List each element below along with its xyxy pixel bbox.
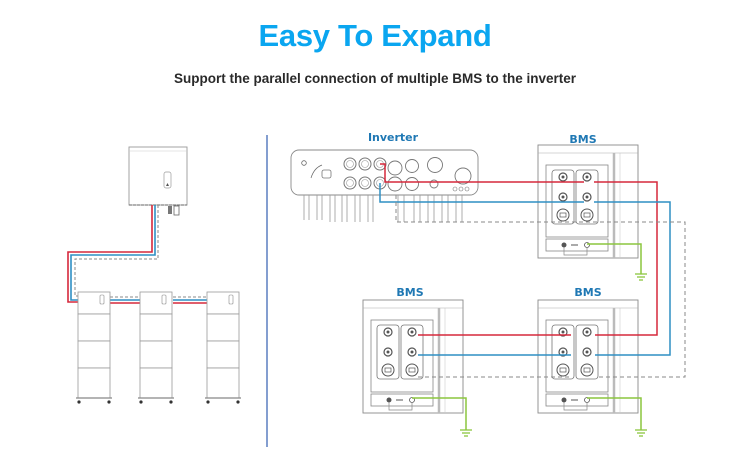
negative-terminal-icon — [558, 192, 568, 202]
bms-label-bottom-left: BMS — [396, 286, 424, 299]
negative-terminal-icon — [582, 192, 592, 202]
comm-port-icon — [580, 208, 594, 222]
positive-terminal-icon — [383, 327, 393, 337]
page-title: Easy To Expand — [258, 18, 492, 53]
left-inverter — [128, 146, 188, 216]
ground-terminal-icon — [561, 397, 567, 403]
inverter-terminal-panel — [290, 149, 479, 222]
negative-terminal-icon — [582, 347, 592, 357]
negative-cable — [379, 183, 584, 203]
negative-cable — [594, 201, 671, 356]
left-cables — [67, 205, 207, 304]
comm-port-icon — [381, 363, 395, 377]
ground-cable — [587, 397, 642, 430]
positive-terminal-icon — [582, 327, 592, 337]
ground-terminal-icon — [386, 397, 392, 403]
positive-terminal-icon — [582, 172, 592, 182]
bms-label-bottom-right: BMS — [574, 286, 602, 299]
comm-port-icon — [556, 363, 570, 377]
battery-stack — [76, 291, 112, 404]
negative-terminal-icon — [558, 347, 568, 357]
negative-terminal-icon — [383, 347, 393, 357]
inverter-display-icon — [163, 171, 172, 189]
right-cables — [379, 163, 686, 430]
communication-cable — [395, 195, 686, 378]
comm-port-icon — [405, 363, 419, 377]
ground-cable — [412, 397, 467, 430]
bms-unit-bottom-left — [362, 299, 464, 414]
positive-terminal-icon — [407, 327, 417, 337]
battery-stack — [138, 291, 174, 404]
positive-terminal-icon — [558, 327, 568, 337]
bms-unit-bottom-right — [537, 299, 639, 414]
ground-terminal-icon — [561, 242, 567, 248]
page-subtitle: Support the parallel connection of multi… — [173, 71, 577, 86]
battery-stack — [205, 291, 241, 404]
positive-terminal-icon — [558, 172, 568, 182]
comm-port-icon — [580, 363, 594, 377]
negative-terminal-icon — [407, 347, 417, 357]
positive-cable — [380, 163, 584, 183]
ground-cable — [587, 243, 642, 274]
ground-symbol — [635, 429, 647, 437]
positive-cable — [594, 181, 658, 336]
bms-label-top-right: BMS — [569, 133, 597, 146]
comm-port-icon — [556, 208, 570, 222]
ground-symbol — [635, 273, 647, 281]
ground-symbol — [460, 429, 472, 437]
inverter-label: Inverter — [367, 131, 419, 144]
